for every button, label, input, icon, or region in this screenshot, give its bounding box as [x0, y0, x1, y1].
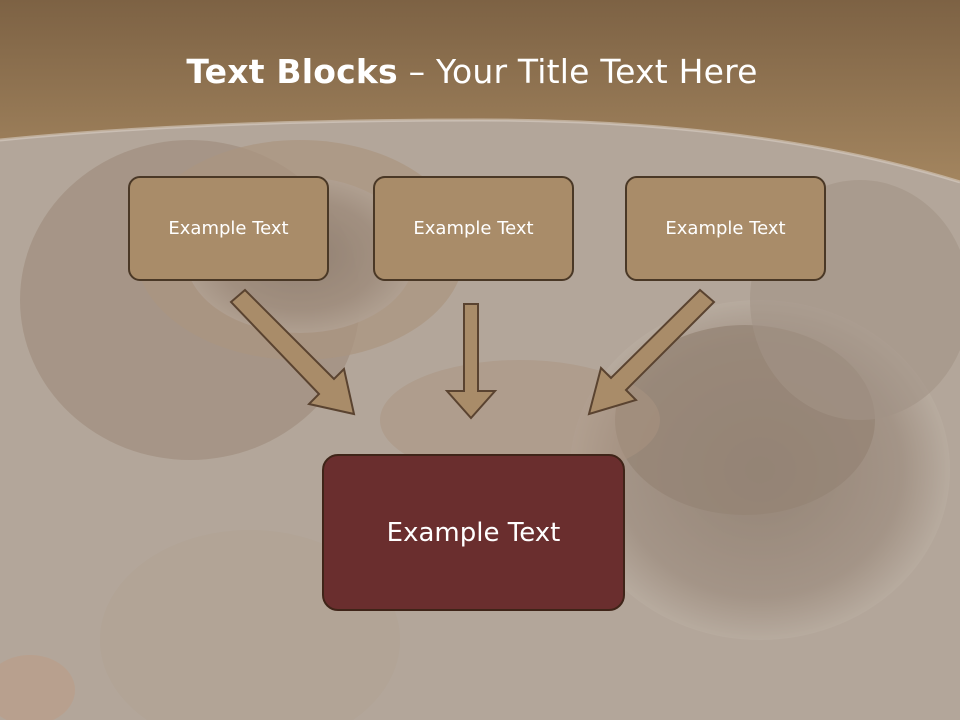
- slide-title: Text Blocks – Your Title Text Here: [0, 52, 944, 91]
- text-block-center[interactable]: Example Text: [322, 454, 625, 611]
- title-bold: Text Blocks: [186, 52, 398, 91]
- text-block-2-label: Example Text: [413, 218, 534, 239]
- text-block-3-label: Example Text: [665, 218, 786, 239]
- title-rest: Your Title Text Here: [436, 52, 758, 91]
- arrow-right: [587, 288, 716, 416]
- text-block-2[interactable]: Example Text: [373, 176, 574, 281]
- text-block-3[interactable]: Example Text: [625, 176, 826, 281]
- text-block-center-label: Example Text: [386, 517, 561, 548]
- text-block-1-label: Example Text: [168, 218, 289, 239]
- arrow-left: [229, 288, 356, 416]
- text-block-1[interactable]: Example Text: [128, 176, 329, 281]
- title-dash: –: [408, 52, 426, 91]
- arrow-middle: [444, 303, 498, 420]
